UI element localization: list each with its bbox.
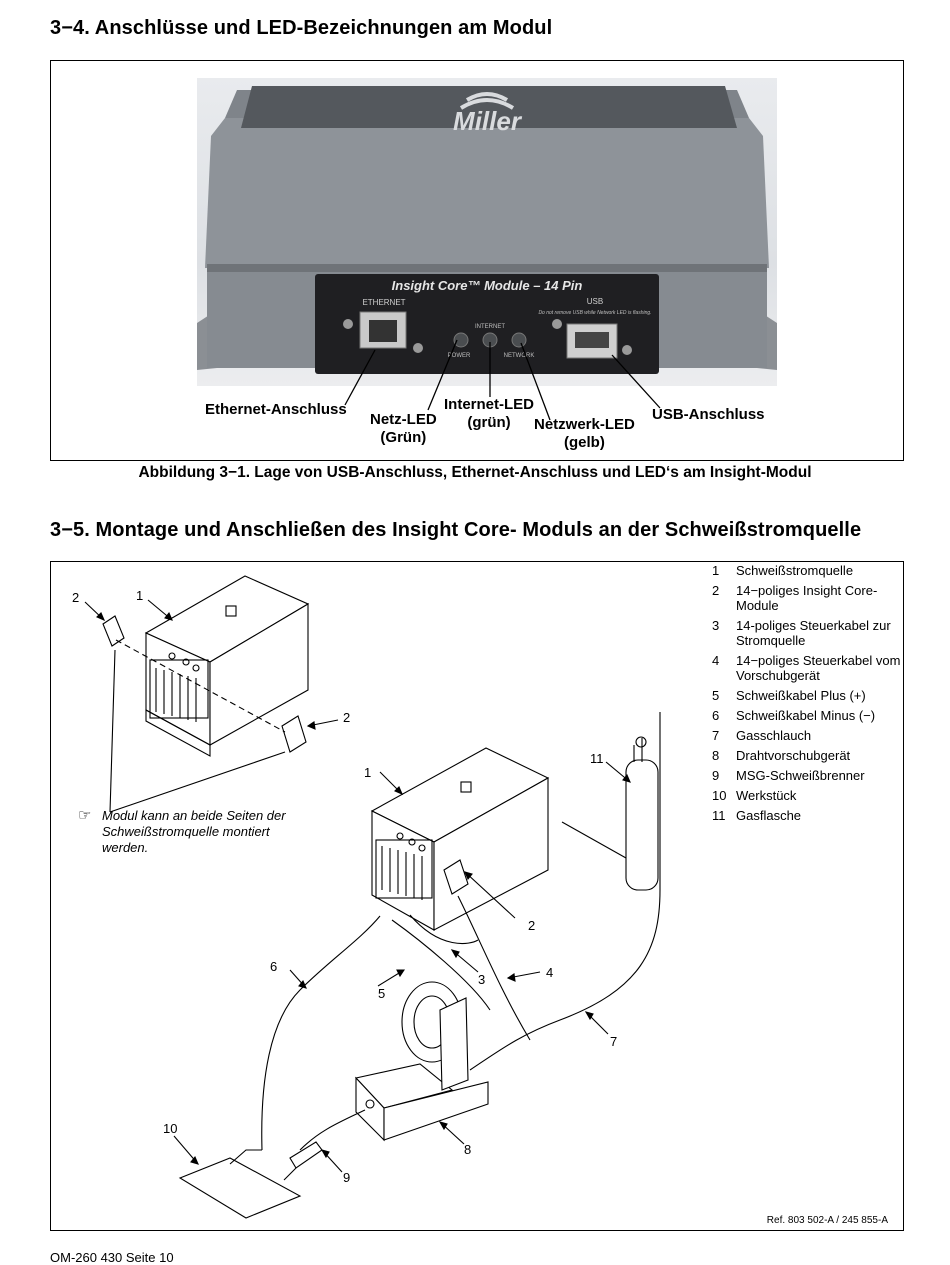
callout-usb: USB-Anschluss [652,406,765,423]
panel-label-internet: INTERNET [475,324,505,330]
diagram-label-7: 7 [610,1034,618,1049]
figure-1-caption: Abbildung 3−1. Lage von USB-Anschluss, E… [138,464,812,481]
installation-diagram [84,575,661,1219]
callout-netzwerk-led: Netzwerk-LED (gelb) [534,416,635,451]
legend-item-number: 5 [712,688,720,703]
parts-legend: 1 Schweißstromquelle 2 14−poliges Insight C… [712,563,902,828]
panel-label-ethernet: ETHERNET [362,298,405,307]
legend-item-text: Schweißkabel Plus (+) [736,688,866,703]
network-led [511,332,527,348]
callout-internet-led: Internet-LED (grün) [444,396,534,431]
power-source-large [370,747,550,931]
module-left-small [102,615,125,647]
module-photo: Miller Insight Core™ Module – 14 Pin ETH… [197,78,777,386]
diagram-label-5: 5 [378,986,386,1001]
legend-item-text: Gasschlauch [736,728,812,743]
callout-netz-led: Netz-LED (Grün) [370,411,437,446]
power-led [453,332,469,348]
legend-item-number: 2 [712,583,720,598]
module-label: Insight Core™ Module – 14 Pin [392,278,583,293]
legend-item: 8 Drahtvorschubgerät [712,748,902,763]
panel-usb-warning: Do not remove USB while Network LED is f… [538,310,651,316]
legend-item-number: 1 [712,563,720,578]
cable-plus [391,919,491,1011]
legend-item: 2 14−poliges Insight Core-Module [712,583,902,613]
diagram-label-2-right: 2 [343,710,351,725]
diagram-label-9: 9 [343,1170,351,1185]
miller-logo: Miller [453,92,523,136]
legend-item-text: 14-poliges Steuerkabel zur Stromquelle [736,618,891,648]
mounting-note: ☞ Modul kann an beide Seiten der Schweiß… [78,808,293,856]
panel-label-power: POWER [448,353,471,359]
legend-item-number: 7 [712,728,720,743]
legend-item-number: 8 [712,748,720,763]
pointing-hand-icon: ☞ [78,807,92,824]
panel-label-network: NETWORK [504,353,535,359]
diagram-label-4: 4 [546,965,554,980]
workpiece [178,1157,302,1219]
legend-item-text: Gasflasche [736,808,802,823]
page-footer: OM-260 430 Seite 10 [50,1250,174,1265]
diagram-label-3: 3 [478,972,486,987]
legend-item-number: 9 [712,768,720,783]
module-lid [205,118,769,268]
callout-leader-lines [344,339,661,421]
legend-item-text: MSG-Schweißbrenner [736,768,865,783]
diagram-label-11: 11 [590,751,604,766]
section-title-3-5: 3−5. Montage und Anschließen des Insight… [50,519,862,541]
legend-item-number: 6 [712,708,720,723]
legend-item-number: 4 [712,653,720,668]
legend-item-text: Drahtvorschubgerät [736,748,851,763]
diagram-label-1-large: 1 [364,765,372,780]
diagram-label-6: 6 [270,959,278,974]
diagram-label-10: 10 [163,1121,178,1136]
svg-text:Miller: Miller [453,106,523,136]
legend-item: 9 MSG-Schweißbrenner [712,768,902,783]
legend-item: 1 Schweißstromquelle [712,563,902,578]
legend-item: 5 Schweißkabel Plus (+) [712,688,902,703]
gas-cylinder [625,712,661,891]
legend-item-number: 10 [712,788,727,803]
module-right-small [281,715,307,753]
cable-minus [261,915,381,1151]
module-photo-drawing: Miller Insight Core™ Module – 14 Pin ETH… [197,86,777,374]
module-lid-top [241,86,737,128]
legend-item: 6 Schweißkabel Minus (−) [712,708,902,723]
diagram-label-1-small: 1 [136,588,144,603]
diagram-label-8: 8 [464,1142,472,1157]
legend-item-number: 3 [712,618,720,633]
section-title-3-4: 3−4. Anschlüsse und LED-Bezeichnungen am… [50,17,553,39]
legend-item-text: 14−poliges Insight Core-Module [736,583,878,613]
drawing-reference: Ref. 803 502-A / 245 855-A [766,1215,888,1226]
legend-item-text: Schweißkabel Minus (−) [736,708,876,723]
legend-item: 7 Gasschlauch [712,728,902,743]
legend-item-text: Werkstück [736,788,797,803]
legend-item-text: Schweißstromquelle [736,563,854,578]
legend-item: 10 Werkstück [712,788,902,803]
legend-item: 3 14-poliges Steuerkabel zur Stromquelle [712,618,902,648]
legend-item: 11 Gasflasche [712,808,902,823]
diagram-label-2-left: 2 [72,590,80,605]
legend-item: 4 14−poliges Steuerkabel vom Vorschubgerä… [712,653,902,683]
legend-item-number: 11 [712,808,726,823]
torch-cable [299,1109,366,1151]
control-cable-feeder [457,895,531,1041]
work-clamp [229,1149,262,1165]
diagram-label-2-module: 2 [528,918,536,933]
callout-ethernet: Ethernet-Anschluss [205,401,347,418]
power-source-small [144,575,310,757]
mig-torch [289,1141,323,1169]
figure-2-frame [50,561,904,1231]
figure-1-frame [50,60,904,461]
wire-feeder [354,981,489,1142]
control-cable-source [409,914,479,944]
gas-hose [469,889,661,1071]
panel-label-usb: USB [587,297,603,306]
mounting-note-text: Modul kann an beide Seiten der Schweißst… [102,808,286,855]
legend-item-text: 14−poliges Steuerkabel vom Vorschubgerät [736,653,901,683]
